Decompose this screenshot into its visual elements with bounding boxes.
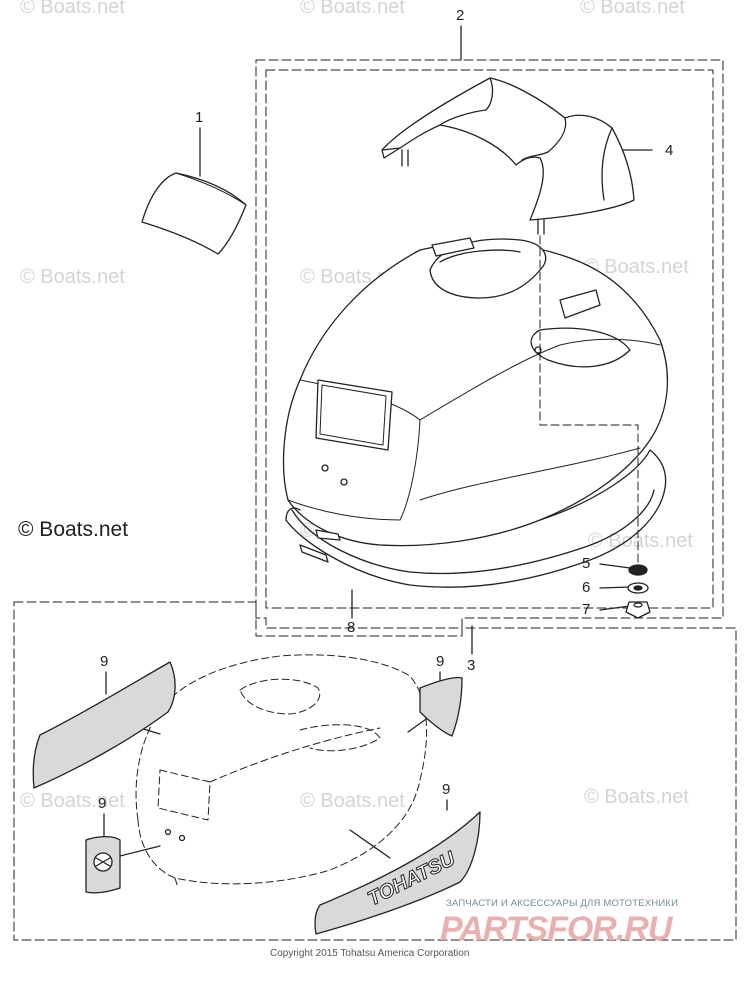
shop-caption: ЗАПЧАСТИ И АКСЕССУАРЫ ДЛЯ МОТОТЕХНИКИ <box>446 898 679 909</box>
watermark: © Boats.net <box>584 786 689 808</box>
main-cowling <box>282 241 668 547</box>
callout-2: 2 <box>456 7 465 24</box>
callout-8: 8 <box>347 619 356 636</box>
item-7-nut <box>625 601 651 619</box>
copyright: Copyright 2015 Tohatsu America Corporati… <box>270 948 470 959</box>
callout-1: 1 <box>195 109 204 126</box>
watermark: © Boats.net <box>300 790 405 812</box>
watermark: © Boats.net <box>584 256 689 278</box>
watermark: © Boats.net <box>300 0 405 18</box>
watermark: © Boats.net <box>20 0 125 18</box>
callout-4: 4 <box>665 142 674 159</box>
decal-tohatsu-side <box>314 811 481 935</box>
item-8-seal <box>285 449 667 588</box>
callout-7: 7 <box>582 601 591 618</box>
phantom-cowling <box>135 654 427 885</box>
leader-5 <box>599 563 631 569</box>
callout-9-emblem: 9 <box>98 795 107 812</box>
decal-rear-small <box>419 676 463 737</box>
shop-logo: PARTSFOR.RU <box>440 910 672 948</box>
callout-9-rear: 9 <box>436 653 445 670</box>
watermark: © Boats.net <box>588 530 693 552</box>
watermark: © Boats.net <box>20 266 125 288</box>
leader-7 <box>599 605 631 611</box>
decal-boundary-dashed <box>13 601 737 941</box>
item-1-pad <box>141 172 247 255</box>
decal-left-side <box>32 661 176 789</box>
callout-6: 6 <box>582 579 591 596</box>
callout-9-side: 9 <box>442 781 451 798</box>
leader-6 <box>599 586 631 589</box>
callout-9-left: 9 <box>100 653 109 670</box>
item-4-upper-cover <box>381 77 635 221</box>
callout-3: 3 <box>467 657 476 674</box>
watermark-dark: © Boats.net <box>18 518 129 541</box>
item-5-grommet <box>628 564 648 576</box>
watermark: © Boats.net <box>580 0 685 18</box>
watermark: © Boats.net <box>20 790 125 812</box>
callout-5: 5 <box>582 555 591 572</box>
cowling-window <box>315 379 393 451</box>
